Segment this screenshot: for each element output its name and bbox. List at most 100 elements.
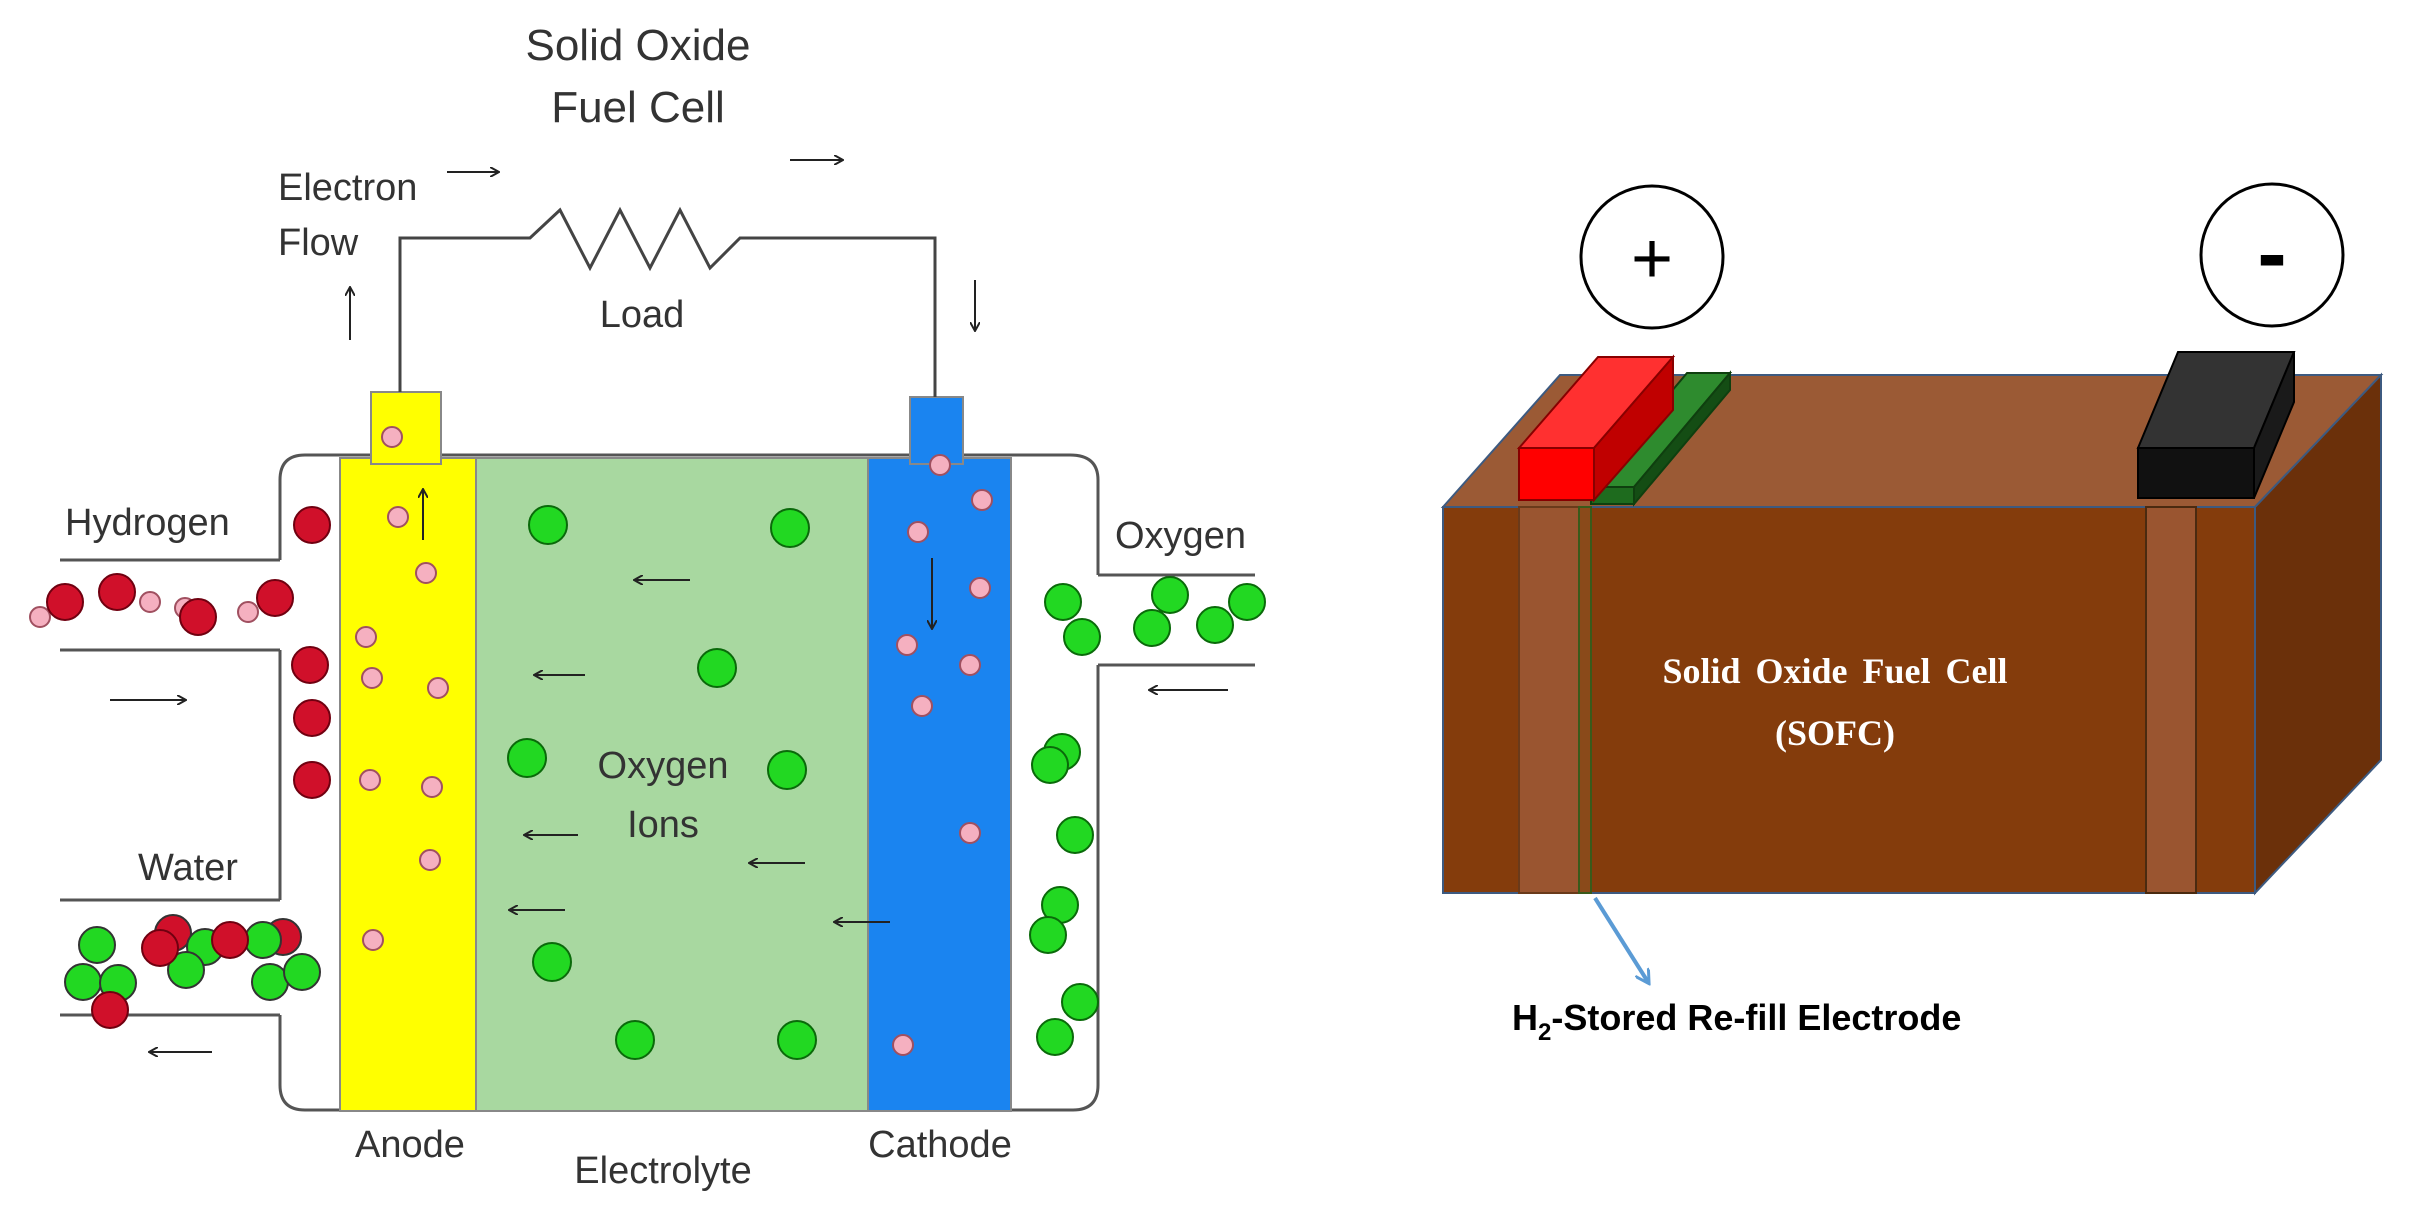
oxygen-molecule: [1151, 576, 1189, 614]
electron: [139, 591, 161, 613]
hydrogen-label: Hydrogen: [65, 502, 230, 544]
electron: [355, 626, 377, 648]
refill-electrode-caption: H2-Stored Re-fill Electrode: [1512, 997, 1961, 1046]
water-atom: [244, 921, 282, 959]
electron: [419, 849, 441, 871]
electron: [359, 769, 381, 791]
hydrogen-molecule: [98, 573, 136, 611]
oxygen-ion: [532, 942, 572, 982]
anode-label: Anode: [355, 1124, 465, 1166]
positive-electrode-strip: [1518, 506, 1580, 894]
cathode-layer: [867, 457, 1012, 1112]
oxygen-molecules: [1029, 576, 1266, 1056]
water-atom: [167, 951, 205, 989]
hydrogen-molecules: [46, 506, 331, 799]
electron: [959, 822, 981, 844]
oxygen-molecule: [1196, 606, 1234, 644]
water-atom: [211, 921, 249, 959]
oxygen-molecule: [1029, 916, 1067, 954]
oxygen-ions-line1: Oxygen: [598, 745, 729, 787]
electron: [362, 929, 384, 951]
electrolyte-label: Electrolyte: [574, 1150, 751, 1192]
hydrogen-molecule: [46, 583, 84, 621]
water-atom: [64, 963, 102, 1001]
water-molecules: [64, 914, 321, 1029]
hydrogen-molecule: [291, 646, 329, 684]
positive-terminal-sign: +: [1631, 219, 1673, 299]
oxygen-molecule: [1044, 583, 1082, 621]
electron: [361, 667, 383, 689]
negative-terminal-block: [2136, 351, 2296, 499]
refill-electrode-strip: [1578, 506, 1592, 894]
negative-terminal-circle: [2199, 182, 2345, 328]
electron: [969, 577, 991, 599]
positive-terminal-circle: [1579, 184, 1725, 330]
water-label: Water: [138, 847, 238, 889]
oxygen-inlet-pipe: [1098, 573, 1255, 667]
electron-particles: [29, 426, 993, 1056]
oxygen-ion: [770, 508, 810, 548]
cell-label-line1: Solid Oxide Fuel Cell: [1662, 651, 2007, 691]
electron: [237, 601, 259, 623]
oxygen-molecule: [1133, 609, 1171, 647]
positive-terminal-block: [1516, 354, 1676, 503]
title-line1: Solid Oxide: [525, 21, 750, 70]
electron: [911, 695, 933, 717]
oxygen-ion: [777, 1020, 817, 1060]
electron: [421, 776, 443, 798]
hydrogen-molecule: [179, 598, 217, 636]
oxygen-molecule: [1036, 1018, 1074, 1056]
oxygen-ion-particles: [507, 505, 817, 1060]
oxygen-molecule: [1061, 983, 1099, 1021]
electron: [929, 454, 951, 476]
electron: [959, 654, 981, 676]
oxygen-ion: [615, 1020, 655, 1060]
hydrogen-inlet-pipe: [60, 558, 280, 652]
electron: [427, 677, 449, 699]
hydrogen-molecule: [293, 699, 331, 737]
water-atom: [78, 926, 116, 964]
electron-flow-line1: Electron: [278, 167, 417, 209]
oxygen-molecule: [1056, 816, 1094, 854]
cell-label-line2: (SOFC): [1775, 713, 1895, 753]
electron: [971, 489, 993, 511]
anode-tab: [370, 391, 442, 465]
water-atom: [251, 963, 289, 1001]
electron: [892, 1034, 914, 1056]
external-circuit-wire: [398, 206, 937, 397]
water-atom: [283, 953, 321, 991]
electron: [29, 606, 51, 628]
oxygen-molecule: [1063, 618, 1101, 656]
load-label: Load: [600, 294, 685, 336]
negative-electrode-strip: [2145, 506, 2197, 894]
water-atom: [141, 929, 179, 967]
caption-subscript: 2: [1538, 1019, 1551, 1046]
cathode-tab: [909, 396, 964, 465]
caption-h: H: [1512, 997, 1538, 1038]
oxygen-molecule: [1031, 746, 1069, 784]
oxygen-ion: [507, 738, 547, 778]
oxygen-ion: [528, 505, 568, 545]
negative-terminal-sign: -: [2257, 203, 2286, 302]
oxygen-molecule: [1228, 583, 1266, 621]
hydrogen-molecule: [256, 579, 294, 617]
hydrogen-molecule: [293, 506, 331, 544]
electron: [415, 562, 437, 584]
water-atom: [91, 991, 129, 1029]
electron: [381, 426, 403, 448]
sofc-schematic: Solid Oxide Fuel Cell Electron Flow Load…: [29, 21, 1266, 1192]
sofc-battery-illustration: + - Solid Oxide Fuel Cell: [1440, 182, 2384, 1046]
oxygen-ion: [767, 750, 807, 790]
flow-arrows: [110, 160, 1228, 1052]
electron: [907, 521, 929, 543]
electron: [387, 506, 409, 528]
electrode-pointer-arrow: [1593, 896, 1648, 982]
title-line2: Fuel Cell: [551, 83, 725, 132]
oxygen-label: Oxygen: [1115, 515, 1246, 557]
cathode-label: Cathode: [868, 1124, 1012, 1166]
hydrogen-molecule: [293, 761, 331, 799]
oxygen-ion: [697, 648, 737, 688]
oxygen-ions-line2: Ions: [627, 804, 699, 846]
